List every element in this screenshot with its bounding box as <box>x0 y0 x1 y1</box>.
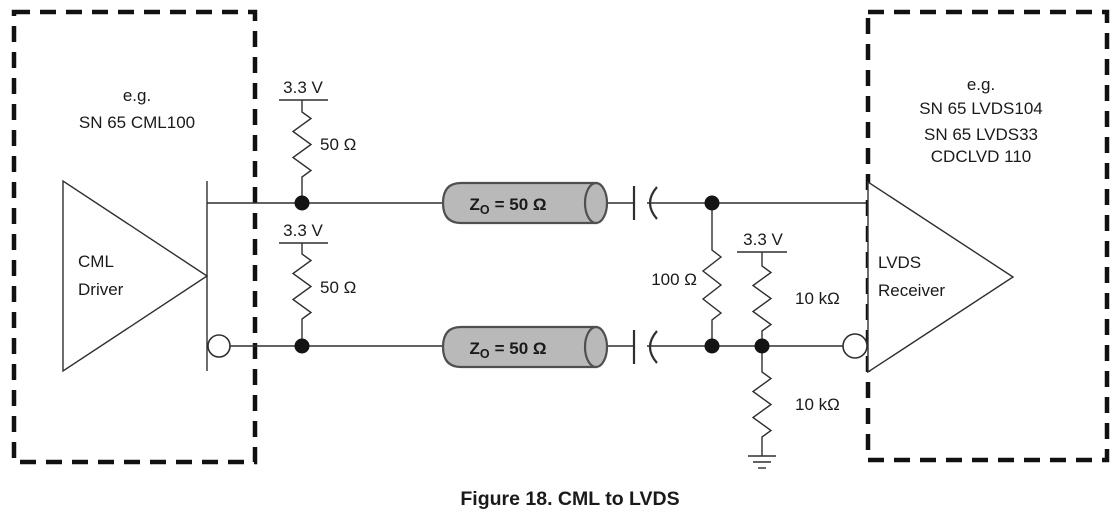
figure-caption: Figure 18. CML to LVDS <box>460 488 679 510</box>
receiver-example-label: e.g. <box>967 75 995 94</box>
lvds-receiver-block: e.g. SN 65 LVDS104 SN 65 LVDS33 CDCLVD 1… <box>842 9 1110 463</box>
driver-inverting-output-bubble <box>207 334 231 358</box>
driver-part-number: SN 65 CML100 <box>79 113 195 132</box>
resistor-50ohm-bottom <box>291 243 313 341</box>
driver-triangle-symbol <box>62 179 209 373</box>
node-pullup-bottom <box>294 338 310 354</box>
node-termination-top <box>704 195 720 211</box>
cap-top-curved-plate <box>648 186 658 220</box>
coupling-capacitor-top <box>632 186 658 220</box>
resistor-50ohm-top <box>291 100 313 198</box>
tline-top-label: ZO= 50 Ω <box>469 195 546 217</box>
resistor-10k-lower-label: 10 kΩ <box>795 395 840 414</box>
tline-bottom-body <box>441 325 598 369</box>
tline-bottom-label: ZO= 50 Ω <box>469 339 546 361</box>
termination-resistor: 100 Ω <box>651 203 723 346</box>
tline-bottom-end-face <box>583 325 609 369</box>
signal-traces <box>207 202 868 347</box>
ground-symbol <box>748 455 776 469</box>
supply-top-label: 3.3 V <box>283 78 323 97</box>
driver-dashed-boundary <box>11 9 258 465</box>
resistor-50ohm-top-label: 50 Ω <box>320 135 356 154</box>
driver-example-label: e.g. <box>123 86 151 105</box>
bias-network: 3.3 V 10 kΩ 10 kΩ <box>737 230 840 469</box>
receiver-inverting-input-bubble <box>842 333 868 359</box>
resistor-10k-lower <box>751 346 773 456</box>
receiver-name-line2: Receiver <box>878 281 945 300</box>
junction-nodes <box>294 195 770 354</box>
driver-name-line1: CML <box>78 252 114 271</box>
cml-driver-block: e.g. SN 65 CML100 CML Driver <box>11 9 258 465</box>
resistor-50ohm-bottom-label: 50 Ω <box>320 278 356 297</box>
pullup-top: 3.3 V 50 Ω <box>279 78 356 198</box>
resistor-100ohm-label: 100 Ω <box>651 270 697 289</box>
supply-bottom-label: 3.3 V <box>283 221 323 240</box>
receiver-part-number-1: SN 65 LVDS104 <box>919 99 1042 118</box>
resistor-10k-upper <box>751 252 773 346</box>
node-termination-bottom <box>704 338 720 354</box>
transmission-line-bottom: ZO= 50 Ω <box>441 325 609 369</box>
driver-name-line2: Driver <box>78 280 124 299</box>
resistor-100ohm <box>701 203 723 346</box>
receiver-part-number-2: SN 65 LVDS33 <box>924 125 1038 144</box>
node-bias-bottom <box>754 338 770 354</box>
receiver-name-line1: LVDS <box>878 253 921 272</box>
node-pullup-top <box>294 195 310 211</box>
receiver-triangle-symbol <box>867 180 1015 374</box>
tline-top-body <box>441 181 598 225</box>
supply-bias-label: 3.3 V <box>743 230 783 249</box>
tline-top-end-face <box>583 181 609 225</box>
resistor-10k-upper-label: 10 kΩ <box>795 289 840 308</box>
cap-bottom-curved-plate <box>648 330 658 364</box>
receiver-part-number-3: CDCLVD 110 <box>931 147 1031 166</box>
coupling-capacitor-bottom <box>632 330 658 364</box>
pullup-bottom: 3.3 V 50 Ω <box>279 221 356 341</box>
transmission-line-top: ZO= 50 Ω <box>441 181 609 225</box>
